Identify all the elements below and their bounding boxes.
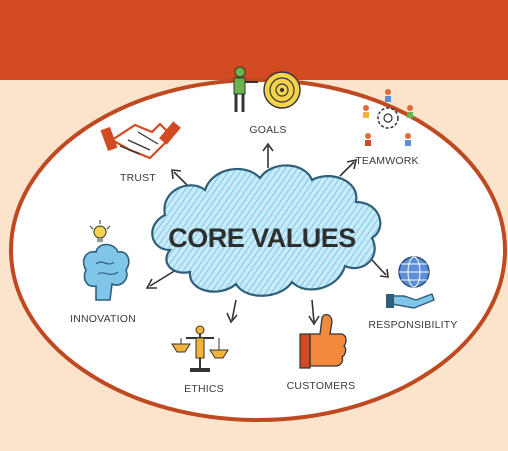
connector-arrows — [145, 142, 389, 326]
thumbs-up-icon — [299, 313, 347, 369]
value-label-innovation: INNOVATION — [70, 313, 136, 325]
handshake-icon — [100, 121, 181, 160]
globe-hand-icon — [386, 256, 435, 309]
value-label-teamwork: TEAMWORK — [355, 155, 418, 167]
value-label-customers: CUSTOMERS — [287, 380, 356, 392]
value-label-goals: GOALS — [249, 124, 286, 136]
target-icon — [233, 66, 301, 112]
core-values-cloud — [151, 164, 382, 297]
value-label-trust: TRUST — [120, 172, 156, 184]
scales-icon — [171, 325, 229, 372]
top-banner — [0, 0, 508, 80]
gear-team-icon — [363, 89, 413, 146]
value-label-ethics: ETHICS — [184, 383, 224, 395]
diagram-title: CORE VALUES — [168, 223, 356, 253]
value-label-responsibility: RESPONSIBILITY — [368, 319, 457, 331]
brain-lightbulb-icon — [82, 220, 130, 301]
